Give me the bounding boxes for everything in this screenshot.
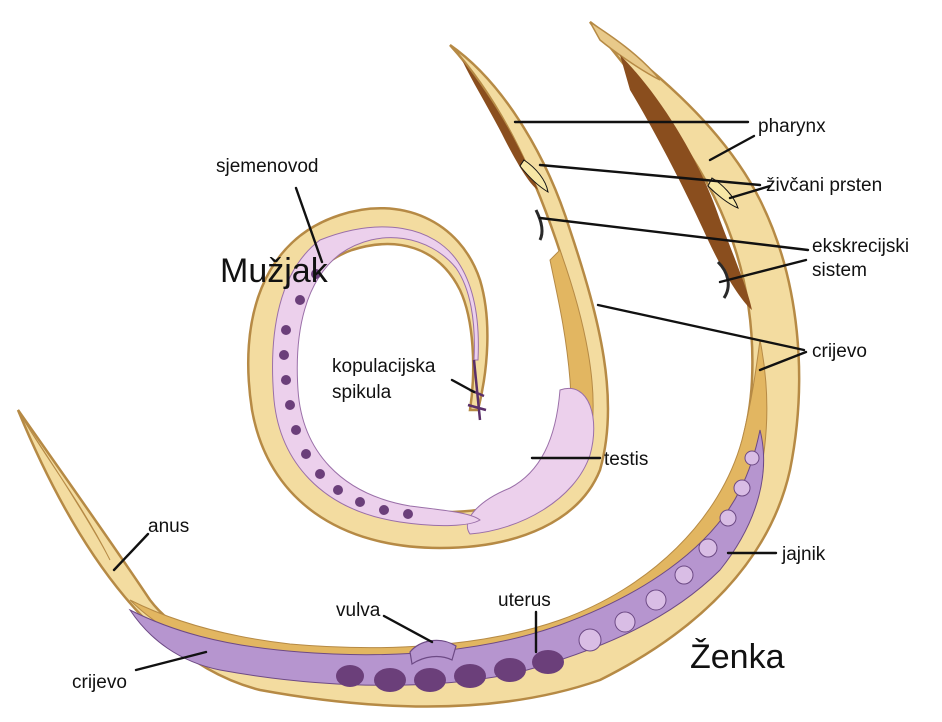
label-vulva: vulva xyxy=(336,600,381,621)
sperm-cell xyxy=(281,325,291,335)
egg xyxy=(494,658,526,682)
sperm-cell xyxy=(355,497,365,507)
egg xyxy=(336,665,364,687)
label-spicule-1: kopulacijska xyxy=(332,356,436,377)
label-excretory-1: ekskrecijski xyxy=(812,236,909,257)
egg-cell xyxy=(675,566,693,584)
egg-cell xyxy=(720,510,736,526)
egg-cell xyxy=(699,539,717,557)
egg-cell xyxy=(615,612,635,632)
sperm-cell xyxy=(379,505,389,515)
label-excretory-2: sistem xyxy=(812,260,867,281)
label-ovary: jajnik xyxy=(781,544,826,565)
sperm-cell xyxy=(291,425,301,435)
sperm-cell xyxy=(403,509,413,519)
sperm-cell xyxy=(333,485,343,495)
egg-cell xyxy=(646,590,666,610)
egg xyxy=(454,664,486,688)
sperm-cell xyxy=(295,295,305,305)
sperm-cell xyxy=(279,350,289,360)
sperm-cell xyxy=(301,449,311,459)
male-worm xyxy=(248,45,608,548)
sperm-cell xyxy=(315,469,325,479)
leader-vulva xyxy=(384,616,432,642)
label-vas-deferens: sjemenovod xyxy=(216,156,318,177)
egg-cell xyxy=(734,480,750,496)
label-intestine-left: crijevo xyxy=(72,672,127,693)
label-intestine-right: crijevo xyxy=(812,341,867,362)
leader-spicule xyxy=(452,380,474,392)
sperm-cell xyxy=(285,400,295,410)
egg xyxy=(532,650,564,674)
label-pharynx: pharynx xyxy=(758,116,826,137)
egg xyxy=(414,668,446,692)
male-testis xyxy=(467,388,593,534)
egg-cell xyxy=(579,629,601,651)
sperm-cell xyxy=(281,375,291,385)
label-uterus: uterus xyxy=(498,590,551,611)
egg xyxy=(374,668,406,692)
label-testis: testis xyxy=(604,449,648,470)
label-anus: anus xyxy=(148,516,189,537)
leader-anus xyxy=(114,534,148,570)
title-male: Mužjak xyxy=(220,252,329,290)
egg-cell xyxy=(745,451,759,465)
male-excretory xyxy=(536,210,542,240)
label-nerve-ring: živčani prsten xyxy=(766,175,882,196)
label-spicule-2: spikula xyxy=(332,382,392,403)
title-female: Ženka xyxy=(690,638,785,676)
